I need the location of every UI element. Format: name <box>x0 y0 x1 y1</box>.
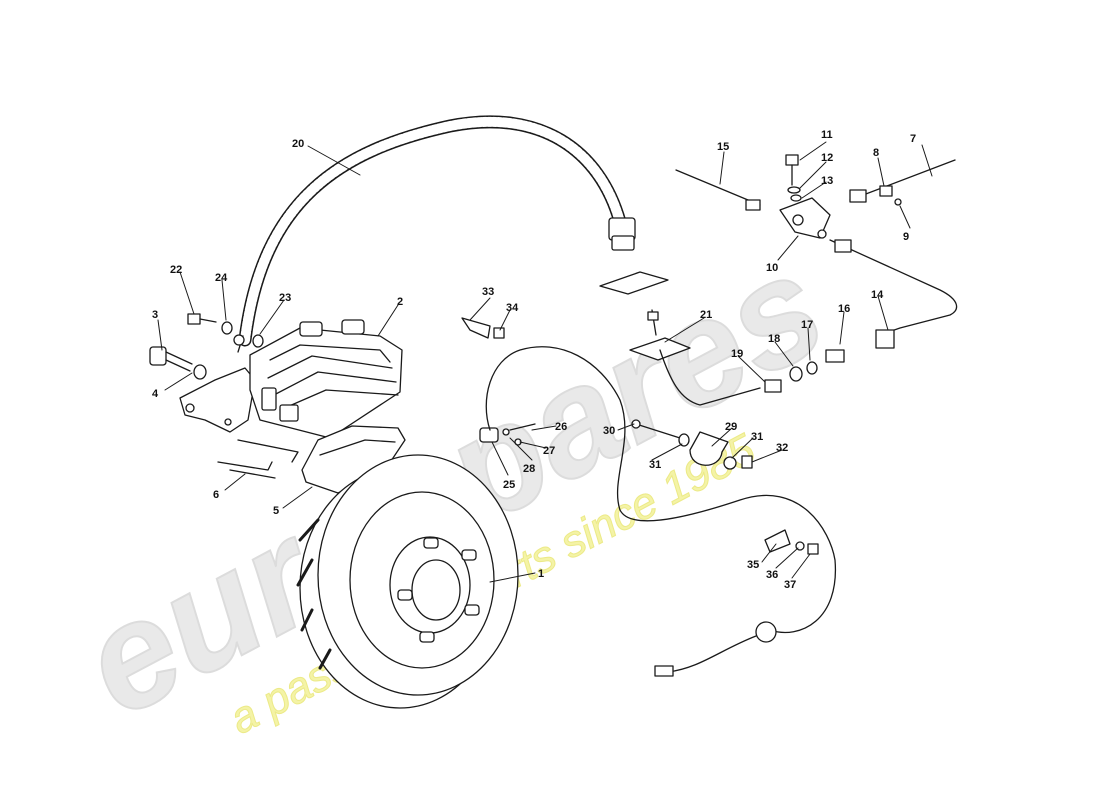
callout-15: 15 <box>717 141 729 153</box>
callout-36: 36 <box>766 569 778 581</box>
callout-17: 17 <box>801 319 813 331</box>
brake-pad <box>301 425 406 494</box>
caliper-bolt <box>149 346 207 380</box>
callout-29: 29 <box>725 421 737 433</box>
callout-26: 26 <box>555 421 567 433</box>
callout-8: 8 <box>873 147 879 159</box>
callout-31: 31 <box>751 431 763 443</box>
callout-28: 28 <box>523 463 535 475</box>
callout-3: 3 <box>152 309 158 321</box>
callout-32: 32 <box>776 442 788 454</box>
leader-lines <box>157 141 933 583</box>
part-callouts: 1 2 3 4 5 6 7 8 9 10 11 12 13 14 15 16 1… <box>152 129 916 591</box>
pipe-bracket <box>599 271 691 361</box>
caliper-carrier <box>179 367 256 433</box>
callout-9: 9 <box>903 231 909 243</box>
t-piece <box>779 197 831 239</box>
sensor-clip <box>461 317 505 339</box>
callout-1: 1 <box>538 568 544 580</box>
callout-35: 35 <box>747 559 759 571</box>
t-piece-bolt <box>785 154 802 202</box>
callout-31: 31 <box>649 459 661 471</box>
callout-22: 22 <box>170 264 182 276</box>
callout-21: 21 <box>700 309 712 321</box>
callout-20: 20 <box>292 138 304 150</box>
pipe-unions <box>745 185 902 393</box>
callout-30: 30 <box>603 425 615 437</box>
callout-23: 23 <box>279 292 291 304</box>
brake-disc <box>296 454 519 709</box>
callout-34: 34 <box>506 302 519 314</box>
callout-33: 33 <box>482 286 494 298</box>
callout-19: 19 <box>731 348 743 360</box>
callout-14: 14 <box>871 289 884 301</box>
callout-4: 4 <box>152 388 159 400</box>
small-bracket <box>764 529 819 555</box>
callout-16: 16 <box>838 303 850 315</box>
callout-10: 10 <box>766 262 778 274</box>
callout-7: 7 <box>910 133 916 145</box>
callout-18: 18 <box>768 333 780 345</box>
callout-13: 13 <box>821 175 833 187</box>
callout-11: 11 <box>821 129 833 141</box>
callout-27: 27 <box>543 445 555 457</box>
brake-pipe <box>659 159 958 406</box>
callout-6: 6 <box>213 489 219 501</box>
callout-25: 25 <box>503 479 515 491</box>
flexible-brake-hose <box>233 115 636 353</box>
callout-12: 12 <box>821 152 833 164</box>
callout-5: 5 <box>273 505 279 517</box>
brake-caliper <box>249 319 403 439</box>
callout-24: 24 <box>215 272 228 284</box>
callout-37: 37 <box>784 579 796 591</box>
abs-sensor-cable <box>479 346 836 677</box>
banjo-bolt-assembly <box>187 313 264 348</box>
anti-rattle-clips <box>217 439 299 479</box>
callout-2: 2 <box>397 296 403 308</box>
